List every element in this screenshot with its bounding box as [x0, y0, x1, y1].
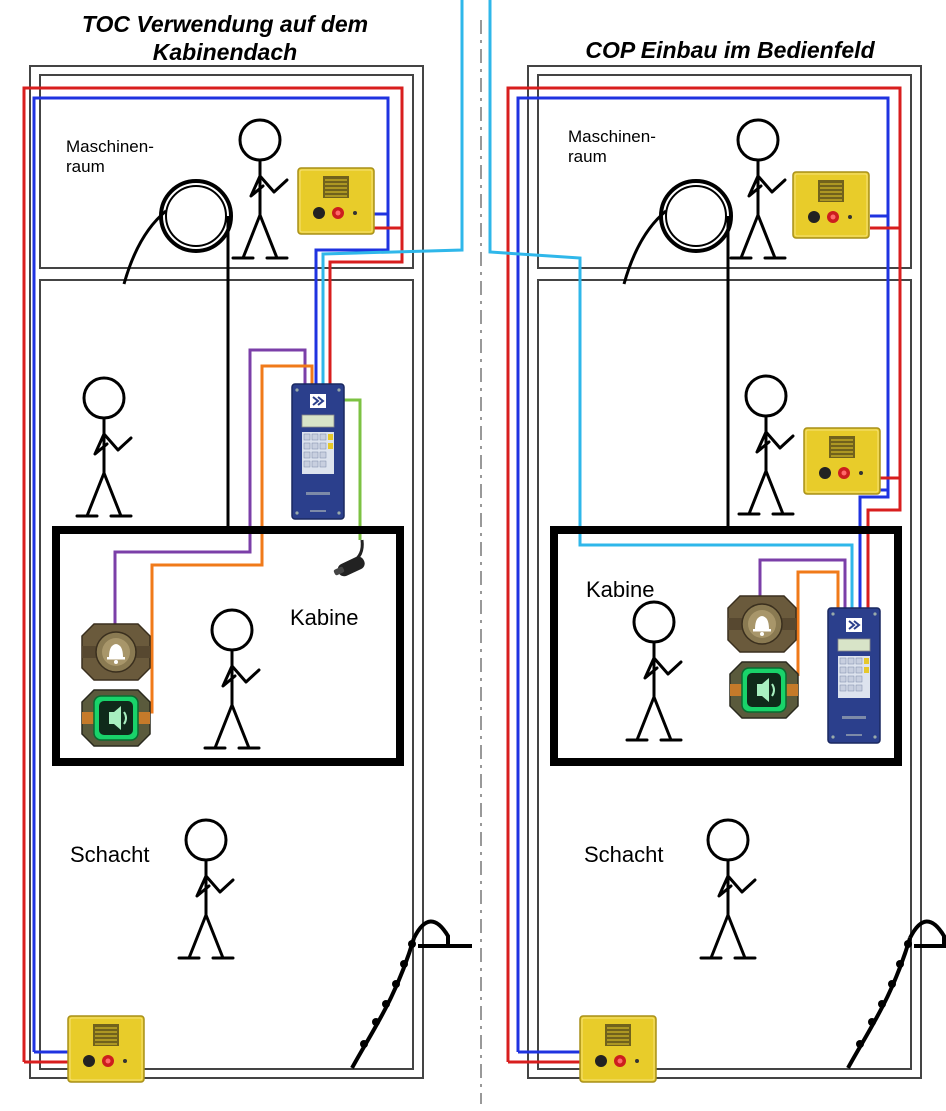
right-person-cabin-roof [739, 376, 793, 514]
left-intercom-shaft-icon [68, 1016, 144, 1082]
left-alarm-button-icon [82, 624, 150, 680]
right-person-machine-room [731, 120, 785, 258]
left-person-machine-room [233, 120, 287, 258]
right-person-cabin [627, 602, 681, 740]
panel-right: COP Einbau im Bedienfeld Maschinen- raum… [490, 0, 946, 1082]
left-cabin-label: Kabine [290, 605, 359, 630]
left-machine-room-label-1: Maschinen- [66, 137, 154, 156]
right-controller-icon [828, 608, 880, 743]
left-microphone-icon [333, 540, 366, 578]
left-speaker-button-icon [82, 690, 150, 746]
left-machine-room-label-2: raum [66, 157, 105, 176]
left-controller-icon [292, 384, 344, 519]
left-wire-orange [140, 366, 312, 712]
right-alarm-button-icon [728, 596, 796, 652]
right-title: COP Einbau im Bedienfeld [585, 37, 875, 63]
right-wire-cyan [490, 0, 852, 612]
right-machine-room-label-1: Maschinen- [568, 127, 656, 146]
right-intercom-machine-room-icon [793, 172, 869, 238]
left-person-shaft [179, 820, 233, 958]
left-person-cabin-roof [77, 378, 131, 516]
right-speaker-button-icon [730, 662, 798, 718]
left-person-cabin [205, 610, 259, 748]
left-title-line2: Kabinendach [153, 39, 297, 65]
left-wire-purple [115, 350, 305, 625]
left-shaft-label: Schacht [70, 842, 150, 867]
right-person-shaft [701, 820, 755, 958]
right-machine-room-label-2: raum [568, 147, 607, 166]
right-intercom-cabin-roof-icon [804, 428, 880, 494]
right-pit-ladder-icon [848, 921, 946, 1068]
left-intercom-machine-room-icon [298, 168, 374, 234]
right-shaft-label: Schacht [584, 842, 664, 867]
panel-left: TOC Verwendung auf dem Kabinendach Masch… [24, 0, 472, 1082]
right-cabin-label: Kabine [586, 577, 655, 602]
right-intercom-shaft-icon [580, 1016, 656, 1082]
left-title-line1: TOC Verwendung auf dem [82, 11, 368, 37]
